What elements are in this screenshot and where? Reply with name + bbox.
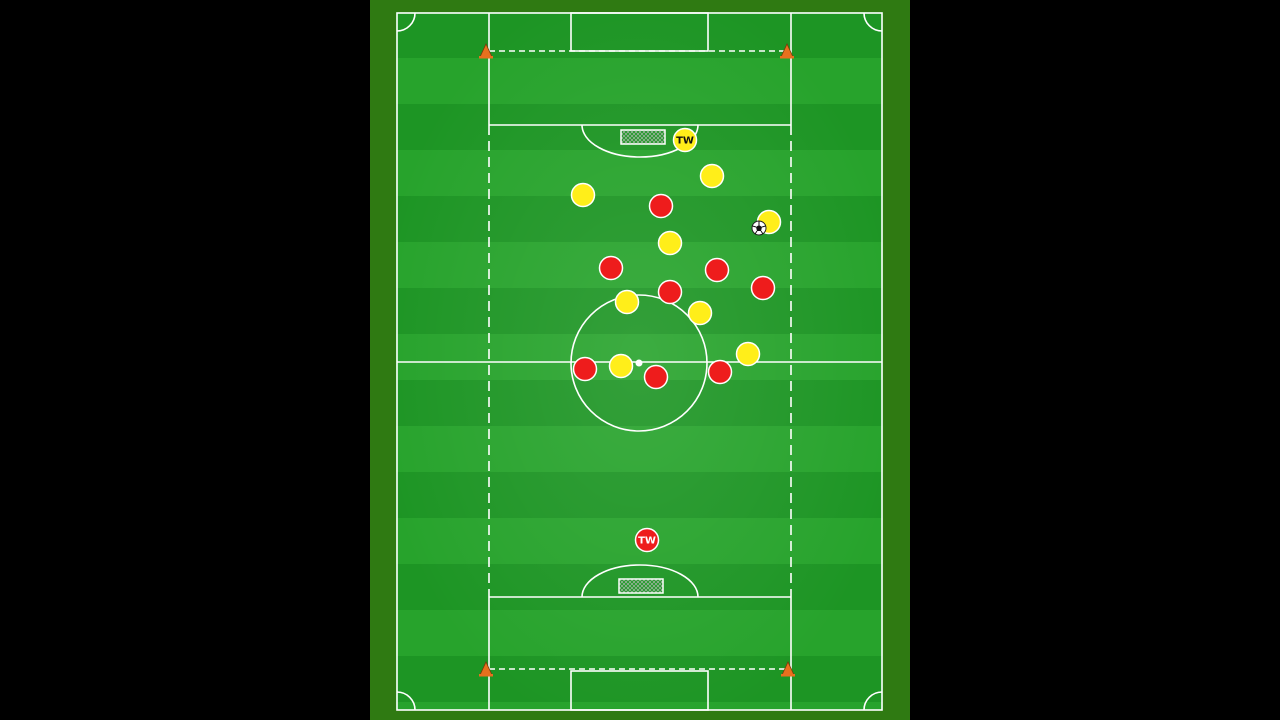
yellow-player-1[interactable] [570,182,596,208]
yellow-player-4[interactable] [657,230,683,256]
yellow-player-2[interactable] [699,163,725,189]
player-label: TW [638,536,656,547]
cones [479,43,795,677]
corner-arc-bottom-left [396,691,416,711]
red-player-8[interactable] [707,359,733,385]
red-player-6[interactable] [572,356,598,382]
yellow-goalkeeper[interactable]: TW [672,127,698,153]
top-goal [620,129,666,145]
player-label: TW [676,136,694,147]
corner-arc-bottom-right [863,691,883,711]
cone-icon[interactable] [780,43,794,59]
red-player-4[interactable] [657,279,683,305]
cone-icon[interactable] [781,661,795,677]
center-spot [635,359,643,367]
cone-icon[interactable] [479,661,493,677]
center-circle [570,294,708,432]
corner-arc-top-left [396,12,416,32]
pitch-markings [396,12,883,711]
corner-arc-top-right [863,12,883,32]
red-player-5[interactable] [750,275,776,301]
red-player-3[interactable] [704,257,730,283]
bottom-goal [618,578,664,594]
goal-net-icon [620,129,666,145]
yellow-player-8[interactable] [608,353,634,379]
cone-icon[interactable] [479,43,493,59]
red-player-2[interactable] [598,255,624,281]
red-goalkeeper[interactable]: TW [634,527,660,553]
bottom-penalty-arc [581,564,699,598]
red-player-1[interactable] [648,193,674,219]
bottom-goal-box [570,670,709,711]
yellow-player-5[interactable] [614,289,640,315]
players: TW TW [570,127,782,553]
red-player-7[interactable] [643,364,669,390]
soccer-ball-icon[interactable] [751,220,767,236]
yellow-player-7[interactable] [735,341,761,367]
goal-net-icon [618,578,664,594]
yellow-player-6[interactable] [687,300,713,326]
